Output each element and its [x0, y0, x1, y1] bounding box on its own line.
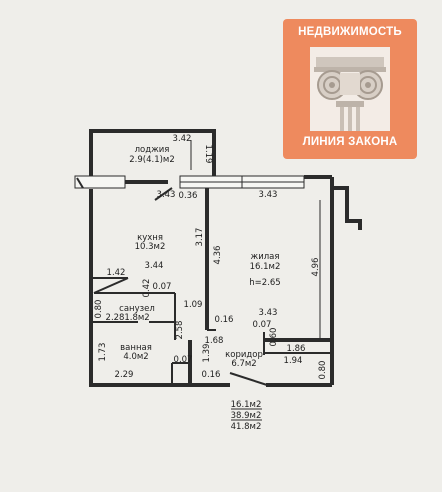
room-corridor-area: 6.7м2 [231, 359, 256, 369]
dim-0-07-c: 0.07 [174, 355, 193, 365]
dim-0-42: 0.42 [142, 279, 152, 298]
room-loggia-area: 2.9(4.1)м2 [129, 155, 175, 165]
wall-wc-bath [92, 293, 176, 340]
corridor-stub [171, 362, 190, 384]
dim-3-43-c: 3.43 [259, 308, 278, 318]
room-living-height: h=2.65 [249, 278, 280, 288]
dim-4-36: 4.36 [213, 246, 223, 265]
dim-4-96: 4.96 [311, 258, 321, 277]
room-wc-area: 1.8м2 [124, 313, 149, 323]
watermark-top-text: НЕДВИЖИМОСТЬ [298, 26, 402, 38]
total-living-area: 16.1м2 [231, 400, 262, 410]
loggia-walls [89, 129, 216, 177]
room-living-area: 16.1м2 [250, 262, 281, 272]
dim-0-80-right: 0.80 [318, 361, 328, 380]
dim-3-17: 3.17 [195, 228, 205, 247]
room-corridor-name: коридор [225, 350, 263, 360]
dim-3-44: 3.44 [145, 261, 164, 271]
watermark-bottom-text: ЛИНИЯ ЗАКОНА [302, 136, 398, 148]
dim-1-94: 1.94 [284, 356, 303, 366]
dim-2-29: 2.29 [115, 370, 134, 380]
room-living-name: жилая [251, 252, 280, 262]
dim-0-36: 0.36 [179, 191, 198, 201]
room-loggia-name: лоджия [135, 145, 170, 155]
dim-1-73: 1.73 [98, 343, 108, 362]
dim-1-39: 1.39 [202, 344, 212, 363]
dim-2-28: 2.28 [106, 313, 125, 323]
dim-2-58: 2.58 [175, 321, 185, 340]
dim-3-43-top: 3.43 [157, 190, 176, 200]
room-kitchen-name: кухня [137, 233, 163, 243]
dim-1-86: 1.86 [287, 344, 306, 354]
balcony-door-swing [154, 187, 173, 201]
dim-0-07-a: 0.07 [153, 282, 172, 292]
entrance-door-swing [229, 372, 268, 386]
dim-1-42: 1.42 [107, 268, 126, 278]
dim-0-16-a: 0.16 [215, 315, 234, 325]
dim-0-07-b: 0.07 [253, 320, 272, 330]
dim-0-16-b: 0.16 [202, 370, 221, 380]
window-loggia-left-divider [76, 177, 84, 189]
room-wc-name: санузел [119, 304, 155, 314]
dim-1-19: 1.19 [203, 145, 213, 164]
dim-1-68: 1.68 [205, 336, 224, 346]
room-bath-name: ванная [120, 343, 152, 353]
total-area-with-loggia: 41.8м2 [231, 422, 262, 432]
dim-0-60: 0.60 [269, 328, 279, 347]
dim-1-09: 1.09 [184, 300, 203, 310]
corridor-door-line [207, 329, 330, 355]
room-bath-area: 4.0м2 [123, 352, 148, 362]
dim-0-80: 0.80 [94, 300, 104, 319]
room-kitchen-area: 10.3м2 [135, 242, 166, 252]
wall-kitchen-wc [91, 277, 175, 294]
ionic-column-capital-icon [310, 47, 390, 131]
top-wall-right-step [304, 175, 362, 230]
dim-3-43-right: 3.43 [259, 190, 278, 200]
agency-watermark: НЕДВИЖИМОСТЬ ЛИНИЯ ЗАКОНА [283, 19, 417, 159]
dim-3-42: 3.42 [173, 134, 192, 144]
total-area: 38.9м2 [231, 411, 262, 421]
